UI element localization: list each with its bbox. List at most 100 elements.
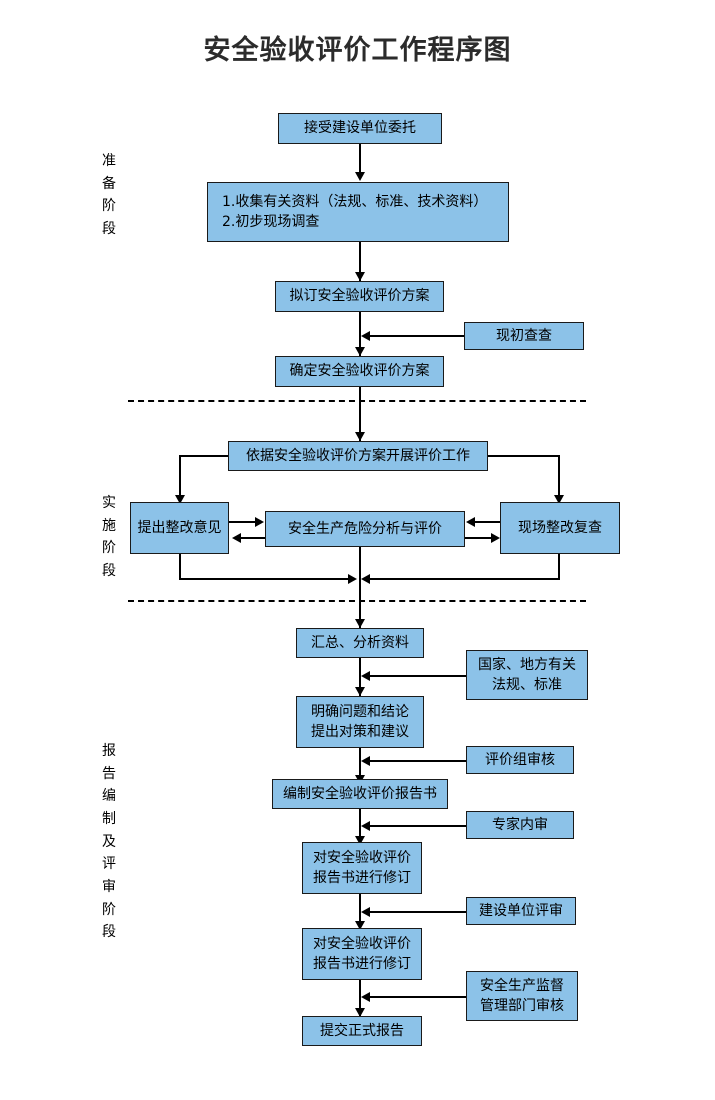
node-draft-plan[interactable]: 拟订安全验收评价方案 (275, 281, 444, 312)
node-national-local-rules[interactable]: 国家、地方有关 法规、标准 (466, 650, 588, 700)
connector-analysis-to-recheck (465, 537, 492, 539)
node-preliminary-check[interactable]: 现初查查 (464, 322, 584, 350)
node-line: 汇总、分析资料 (311, 634, 409, 651)
arrowhead-down (355, 347, 365, 356)
node-revise-report-1[interactable]: 对安全验收评价 报告书进行修订 (302, 842, 422, 894)
node-expert-review[interactable]: 专家内审 (466, 811, 574, 839)
connector-compile-to-revise1 (359, 809, 361, 845)
stage-char: 编 (102, 788, 116, 805)
node-hazard-analysis[interactable]: 安全生产危险分析与评价 (265, 511, 465, 547)
node-line: 接受建设单位委托 (304, 120, 416, 137)
connector-recheck-down (558, 554, 560, 580)
node-summarize-data[interactable]: 汇总、分析资料 (296, 628, 424, 658)
node-clarify-conclusion[interactable]: 明确问题和结论 提出对策和建议 (296, 696, 424, 748)
connector-to-summarize (359, 578, 361, 628)
node-confirm-plan[interactable]: 确定安全验收评价方案 (275, 356, 444, 387)
arrowhead-down (355, 432, 365, 441)
node-line: 建设单位评审 (479, 902, 563, 919)
stage-char: 报 (102, 743, 116, 759)
stage-label-preparation: 准 备 阶 段 (96, 150, 122, 241)
node-group-review[interactable]: 评价组审核 (466, 746, 574, 774)
connector-carryout-left-branch (179, 455, 228, 457)
stage-char: 阶 (102, 540, 116, 557)
arrowhead-left (361, 907, 370, 917)
connector-clarify-to-compile (359, 748, 361, 784)
arrowhead-down (355, 272, 365, 281)
arrowhead-right (491, 533, 500, 543)
node-line: 明确问题和结论 (311, 703, 409, 720)
node-line: 法规、标准 (492, 677, 562, 693)
node-owner-review[interactable]: 建设单位评审 (466, 897, 576, 925)
node-line: 现场整改复查 (518, 519, 602, 536)
connector-opinion-to-analysis (229, 521, 256, 523)
stage-char: 告 (102, 765, 116, 782)
node-submit-final[interactable]: 提交正式报告 (302, 1016, 422, 1046)
connector-rules-to-mainline (368, 675, 466, 677)
stage-char: 段 (102, 221, 116, 238)
connector-draft-to-confirm (359, 312, 361, 356)
stage-char: 准 (102, 153, 116, 169)
stage-char: 阶 (102, 901, 116, 918)
node-rectification-opinion[interactable]: 提出整改意见 (130, 502, 229, 554)
connector-analysis-to-opinion (239, 537, 265, 539)
arrowhead-left (361, 331, 370, 341)
connector-carryout-right-branch (488, 455, 560, 457)
node-line: 专家内审 (492, 816, 548, 833)
node-line: 安全生产监督 (480, 977, 564, 994)
node-line: 依据安全验收评价方案开展评价工作 (246, 447, 470, 464)
connector-revise1-to-revise2 (359, 894, 361, 930)
arrowhead-left (361, 671, 370, 681)
node-line: 对安全验收评价 (313, 935, 411, 952)
arrowhead-left (361, 756, 370, 766)
node-line: 安全生产危险分析与评价 (288, 520, 442, 537)
node-line: 评价组审核 (485, 751, 555, 768)
stage-char: 制 (102, 811, 116, 828)
node-line: 提出整改意见 (137, 519, 222, 536)
arrowhead-left (361, 992, 370, 1002)
connector-analysis-down (359, 547, 361, 580)
stage-char: 审 (102, 879, 116, 896)
node-line: 报告书进行修订 (313, 870, 411, 886)
connector-left-branch-down (179, 455, 181, 502)
node-line: 对安全验收评价 (313, 849, 411, 866)
arrowhead-down (355, 836, 365, 845)
node-line: 管理部门审核 (480, 998, 564, 1014)
node-collect-materials[interactable]: 1.收集有关资料（法规、标准、技术资料） 2.初步现场调查 (207, 182, 509, 242)
connector-groupreview-to-mainline (368, 760, 466, 762)
arrowhead-down (554, 495, 564, 504)
connector-opinion-merge (179, 578, 351, 580)
stage-char: 阶 (102, 198, 116, 215)
arrowhead-left (466, 517, 475, 527)
connector-expertreview-to-mainline (368, 825, 466, 827)
node-safety-bureau-review[interactable]: 安全生产监督 管理部门审核 (466, 971, 578, 1021)
arrowhead-right (255, 517, 264, 527)
connector-confirm-to-carryout (359, 387, 361, 441)
connector-opinion-down (179, 554, 181, 580)
node-carry-out-eval[interactable]: 依据安全验收评价方案开展评价工作 (228, 441, 488, 471)
arrowhead-right (348, 574, 357, 584)
connector-right-branch-down (558, 455, 560, 502)
stage-char: 施 (102, 517, 116, 534)
node-line: 2.初步现场调查 (222, 214, 320, 230)
stage-label-implementation: 实 施 阶 段 (96, 492, 122, 583)
node-line: 现初查查 (496, 327, 552, 344)
node-line: 1.收集有关资料（法规、标准、技术资料） (222, 193, 488, 210)
stage-label-reporting: 报 告 编 制 及 评 审 阶 段 (96, 740, 122, 944)
node-compile-report[interactable]: 编制安全验收评价报告书 (272, 779, 448, 809)
arrowhead-down (355, 619, 365, 628)
connector-bureau-to-mainline (368, 996, 466, 998)
node-accept-commission[interactable]: 接受建设单位委托 (278, 113, 442, 144)
arrowhead-left (232, 533, 241, 543)
connector-precheck-to-mainline (368, 335, 464, 337)
stage-char: 段 (102, 924, 116, 941)
stage-char: 及 (102, 833, 116, 850)
connector-summarize-to-clarify (359, 658, 361, 696)
node-onsite-recheck[interactable]: 现场整改复查 (500, 502, 620, 554)
node-line: 拟订安全验收评价方案 (289, 288, 430, 305)
arrowhead-down (355, 687, 365, 696)
connector-revise2-to-submit (359, 980, 361, 1016)
arrowhead-left (361, 821, 370, 831)
node-revise-report-2[interactable]: 对安全验收评价 报告书进行修订 (302, 928, 422, 980)
stage-char: 评 (102, 856, 116, 873)
